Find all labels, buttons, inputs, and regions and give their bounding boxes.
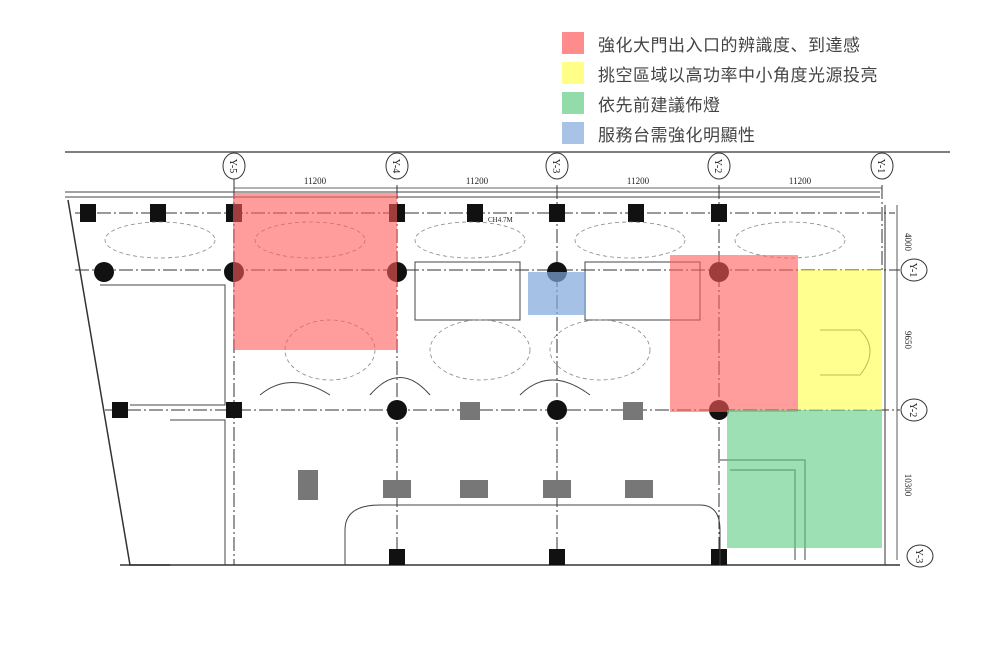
svg-text:Y-5: Y-5 bbox=[227, 159, 238, 173]
highlight-entrance-left bbox=[233, 193, 397, 350]
dimension-labels: 11200 11200 11200 11200 4000 9650 10300 … bbox=[304, 176, 913, 497]
grid-column-labels: Y-5 Y-4 Y-3 Y-2 Y-1 bbox=[222, 152, 894, 188]
grid-row-labels: Y-1 Y-2 Y-3 bbox=[900, 258, 934, 568]
legend-item-previous: 依先前建議佈燈 bbox=[562, 88, 878, 118]
dim-span: 11200 bbox=[466, 176, 489, 186]
legend: 強化大門出入口的辨識度、到達感 挑空區域以高功率中小角度光源投亮 依先前建議佈燈… bbox=[562, 28, 878, 148]
dim-row: 9650 bbox=[903, 331, 913, 350]
highlight-atrium bbox=[798, 270, 882, 410]
legend-label: 依先前建議佈燈 bbox=[598, 95, 721, 116]
highlight-previous bbox=[727, 410, 882, 548]
dim-span: 11200 bbox=[304, 176, 327, 186]
dim-span: 11200 bbox=[627, 176, 650, 186]
grid-bubble-y2: Y-2 bbox=[707, 152, 731, 180]
legend-swatch-red bbox=[562, 32, 584, 54]
legend-swatch-yellow bbox=[562, 62, 584, 84]
svg-text:Y-2: Y-2 bbox=[907, 403, 918, 417]
grid-bubble-row-y2: Y-2 bbox=[900, 398, 928, 422]
highlight-entrance-right bbox=[670, 255, 798, 412]
legend-item-atrium: 挑空區域以高功率中小角度光源投亮 bbox=[562, 58, 878, 88]
svg-text:Y-1: Y-1 bbox=[907, 263, 918, 277]
svg-text:Y-1: Y-1 bbox=[875, 159, 886, 173]
legend-item-entrance: 強化大門出入口的辨識度、到達感 bbox=[562, 28, 878, 58]
legend-label: 強化大門出入口的辨識度、到達感 bbox=[598, 35, 861, 56]
svg-text:Y-4: Y-4 bbox=[390, 159, 401, 173]
dim-span: 11200 bbox=[789, 176, 812, 186]
svg-text:Y-3: Y-3 bbox=[550, 159, 561, 173]
legend-label: 服務台需強化明顯性 bbox=[598, 125, 756, 146]
dim-row: 10300 bbox=[903, 474, 913, 497]
grid-bubble-y5: Y-5 bbox=[222, 152, 246, 188]
grid-bubble-y3: Y-3 bbox=[545, 152, 569, 180]
dim-row: 4000 bbox=[903, 233, 913, 252]
grid-bubble-y4: Y-4 bbox=[385, 152, 409, 180]
svg-text:Y-3: Y-3 bbox=[913, 549, 924, 563]
svg-text:Y-2: Y-2 bbox=[712, 159, 723, 173]
ceiling-height-note: CH4.7M bbox=[488, 216, 513, 224]
legend-swatch-blue bbox=[562, 122, 584, 144]
grid-bubble-row-y3: Y-3 bbox=[906, 544, 934, 568]
legend-label: 挑空區域以高功率中小角度光源投亮 bbox=[598, 65, 878, 86]
grid-bubble-row-y1: Y-1 bbox=[900, 258, 928, 282]
grid-bubble-y1: Y-1 bbox=[870, 152, 894, 180]
legend-swatch-green bbox=[562, 92, 584, 114]
highlight-service-desk bbox=[528, 272, 585, 315]
legend-item-service-desk: 服務台需強化明顯性 bbox=[562, 118, 878, 148]
